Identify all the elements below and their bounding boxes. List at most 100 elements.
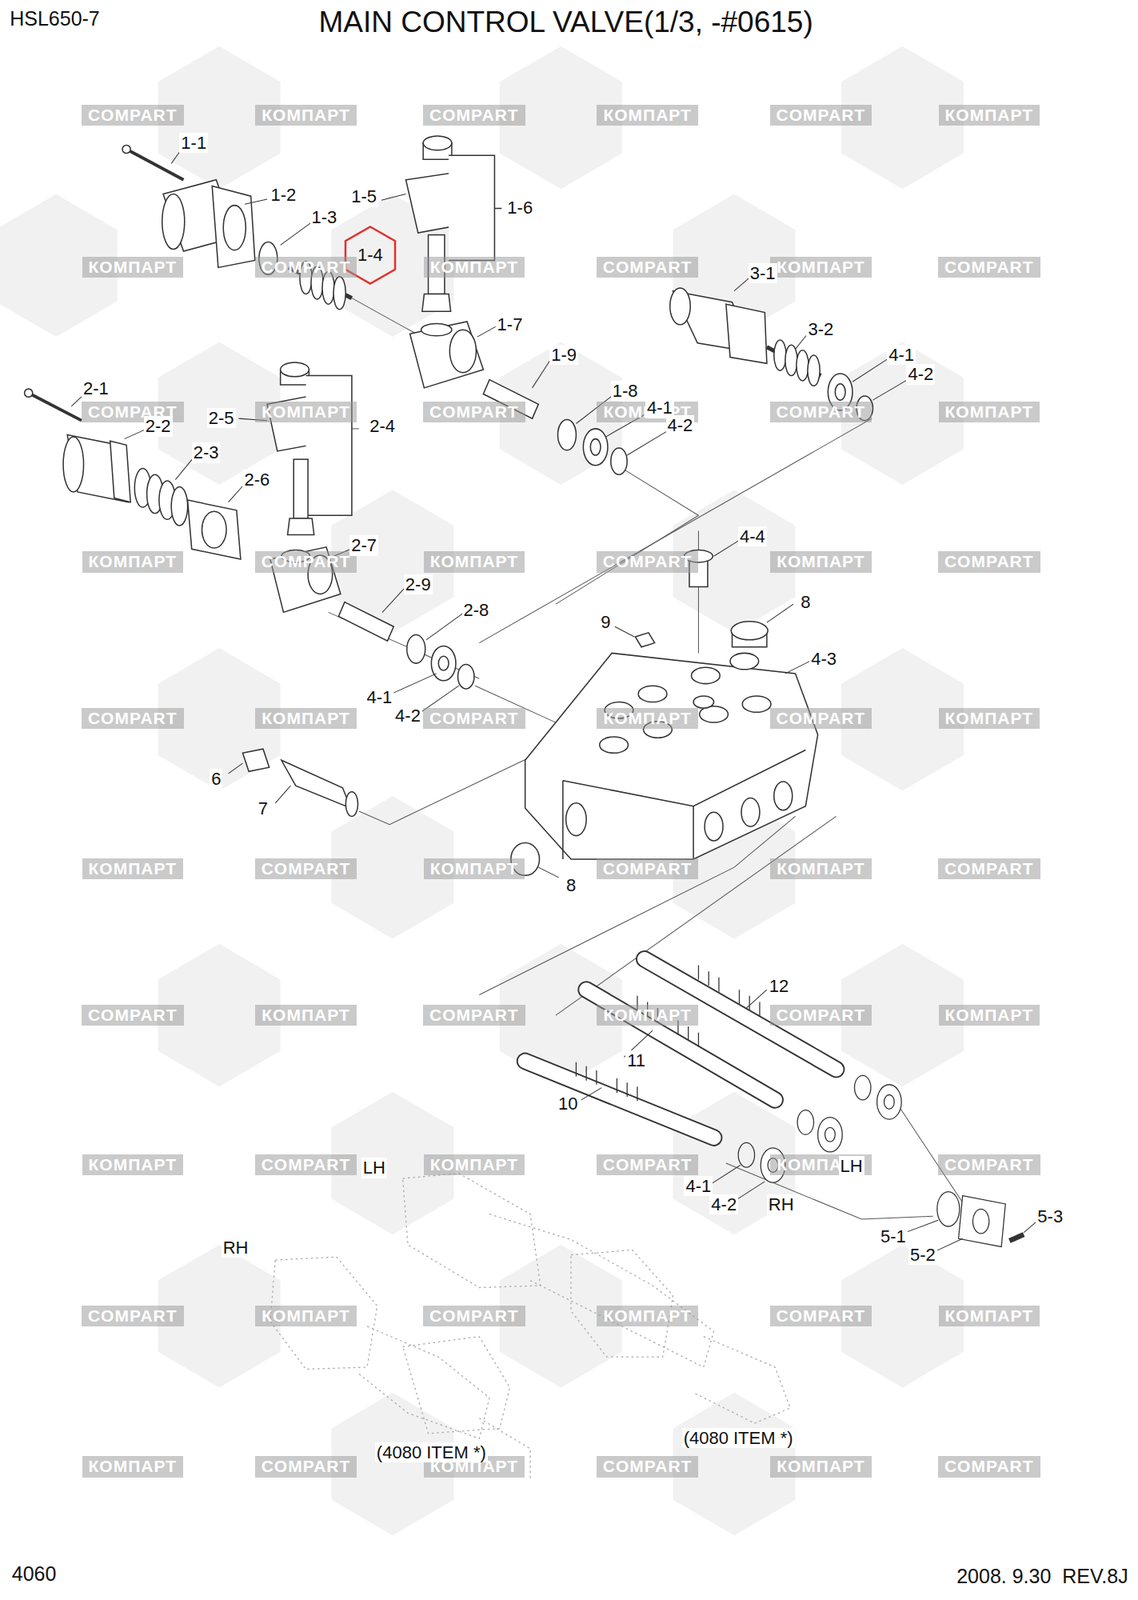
watermark: КОМПАРТ xyxy=(938,707,1040,729)
callout-number: 2-4 xyxy=(367,415,397,436)
watermark: COMPART xyxy=(938,256,1041,278)
watermark: КОМПАРТ xyxy=(82,256,184,278)
callout-number: 4060 xyxy=(10,1561,59,1586)
watermark: COMPART xyxy=(770,707,873,729)
watermark: COMPART xyxy=(255,551,358,572)
callout-number: 6 xyxy=(209,768,223,789)
watermark: COMPART xyxy=(423,707,526,729)
callout-number: 2-1 xyxy=(81,378,111,399)
callout-number: 4-2 xyxy=(906,363,935,384)
watermark: КОМПАРТ xyxy=(423,1153,525,1175)
callout-number: 12 xyxy=(767,975,791,996)
callout-number: 4-2 xyxy=(393,705,423,726)
callout-number: 1-6 xyxy=(505,197,535,218)
callout-number: (4080 ITEM *) xyxy=(682,1427,795,1448)
watermark: КОМПАРТ xyxy=(423,256,525,278)
watermark: COMPART xyxy=(938,551,1041,572)
callout-number: (4080 ITEM *) xyxy=(375,1441,488,1462)
callout-number: 9 xyxy=(598,611,612,632)
callout-number: 5-1 xyxy=(878,1225,908,1246)
callout-number: 4-1 xyxy=(364,686,394,707)
watermark: COMPART xyxy=(81,1004,184,1026)
callout-number: HSL650-7 xyxy=(7,7,102,31)
callout-number: 4-2 xyxy=(666,415,695,436)
callout-number: 4-1 xyxy=(886,344,916,365)
watermark: COMPART xyxy=(770,1305,873,1326)
watermark: КОМПАРТ xyxy=(596,104,698,126)
watermark: КОМПАРТ xyxy=(423,551,525,572)
callout-number: 8 xyxy=(564,874,578,895)
watermark: КОМПАРТ xyxy=(423,858,525,879)
callout-number: 2008. 9.30 REV.8J xyxy=(954,1564,1131,1588)
watermark: COMPART xyxy=(770,104,873,126)
callout-number: 1-7 xyxy=(495,314,525,335)
callout-number: LH xyxy=(361,1157,388,1178)
watermark: COMPART xyxy=(255,858,358,879)
callout-number: 2-7 xyxy=(349,535,379,556)
watermark: КОМПАРТ xyxy=(82,858,184,879)
watermark: COMPART xyxy=(596,858,699,879)
callout-number: 2-2 xyxy=(143,415,173,436)
watermark: КОМПАРТ xyxy=(255,1305,356,1326)
watermark: КОМПАРТ xyxy=(938,104,1040,126)
watermark: COMPART xyxy=(81,1305,184,1326)
callout-number: 1-3 xyxy=(310,207,340,228)
watermark: КОМПАРТ xyxy=(82,1455,184,1477)
watermark: COMPART xyxy=(423,1305,526,1326)
watermark: КОМПАРТ xyxy=(596,1305,698,1326)
watermark: КОМПАРТ xyxy=(255,1004,356,1026)
watermark: COMPART xyxy=(255,1455,358,1477)
callout-number: 2-8 xyxy=(462,599,492,620)
callout-number: 2-6 xyxy=(242,469,272,490)
page-title: MAIN CONTROL VALVE(1/3, -#0615) xyxy=(319,5,814,40)
callout-number: LH xyxy=(838,1155,865,1176)
callout-number: 3-2 xyxy=(806,319,835,340)
callout-number: 1-8 xyxy=(610,380,640,401)
callout-number: 11 xyxy=(625,1050,647,1071)
callout-number: 5-3 xyxy=(1035,1205,1065,1226)
watermark: COMPART xyxy=(770,401,873,423)
callout-number: 10 xyxy=(556,1093,579,1114)
watermark: КОМПАРТ xyxy=(255,401,356,423)
watermark: КОМПАРТ xyxy=(596,707,698,729)
watermark: КОМПАРТ xyxy=(938,1305,1040,1326)
callout-number: 1-4 xyxy=(357,244,384,266)
watermark: КОМПАРТ xyxy=(770,551,871,572)
callout-number: 4-2 xyxy=(709,1193,739,1214)
callout-number: 4-3 xyxy=(809,648,839,669)
watermark: COMPART xyxy=(423,104,526,126)
watermark: КОМПАРТ xyxy=(82,1153,184,1175)
callout-number: 1-9 xyxy=(549,344,579,365)
callout-number: 8 xyxy=(798,591,812,612)
callout-number: 1-1 xyxy=(179,132,208,153)
watermark: COMPART xyxy=(938,1455,1041,1477)
callout-number: RH xyxy=(766,1193,796,1214)
callout-number: 2-9 xyxy=(403,574,433,595)
watermark: COMPART xyxy=(81,707,184,729)
watermark: COMPART xyxy=(423,1004,526,1026)
watermark: COMPART xyxy=(255,256,358,278)
callout-number: 4-4 xyxy=(738,526,767,547)
watermark: КОМПАРТ xyxy=(82,551,184,572)
watermark: COMPART xyxy=(81,104,184,126)
watermark: КОМПАРТ xyxy=(770,1455,871,1477)
callout-number: 5-2 xyxy=(908,1244,938,1265)
watermark: КОМПАРТ xyxy=(770,256,871,278)
watermark: КОМПАРТ xyxy=(596,1004,698,1026)
watermark: COMPART xyxy=(938,1153,1041,1175)
watermark: COMPART xyxy=(770,1004,873,1026)
watermark: COMPART xyxy=(596,1153,699,1175)
watermark: COMPART xyxy=(596,256,699,278)
watermark: COMPART xyxy=(596,1455,699,1477)
watermark: КОМПАРТ xyxy=(938,401,1040,423)
callout-number: 7 xyxy=(256,798,270,819)
watermark: КОМПАРТ xyxy=(255,707,356,729)
watermark: COMPART xyxy=(255,1153,358,1175)
watermark: COMPART xyxy=(596,551,699,572)
callout-number: 1-2 xyxy=(269,184,299,205)
callout-number: 2-3 xyxy=(191,442,221,463)
watermark: COMPART xyxy=(938,858,1041,879)
watermark: COMPART xyxy=(423,401,526,423)
callout-number: RH xyxy=(221,1237,251,1258)
